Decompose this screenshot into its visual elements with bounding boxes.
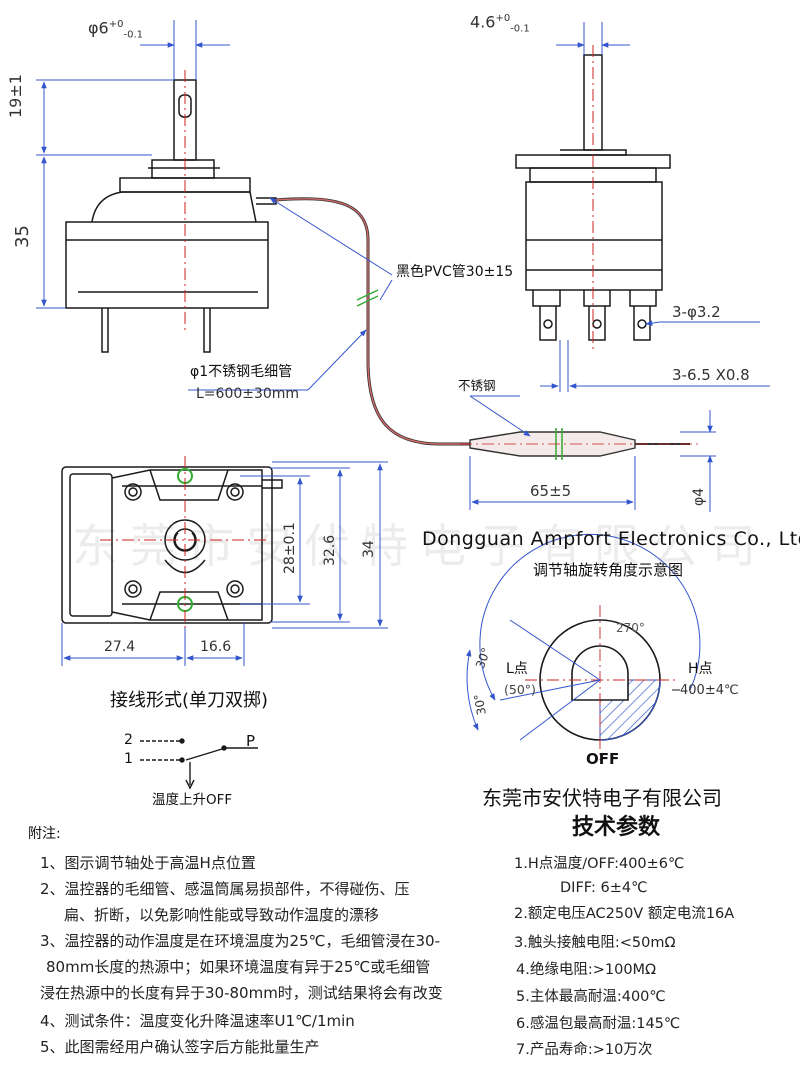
thermostat-body	[65, 221, 269, 309]
l-point-label: L点	[506, 661, 528, 677]
rotation-title: 调节轴旋转角度示意图	[533, 561, 684, 579]
side-view	[515, 54, 671, 341]
shaft-length-dim: 19±1	[6, 74, 25, 118]
pvc-tube-label: 黑色PVC管30±15	[396, 264, 514, 280]
note-item: 5、此图需经用户确认签字后方能批量生产	[40, 1038, 320, 1056]
rotation-diagram	[465, 533, 701, 760]
side-dimensions	[540, 22, 770, 392]
spec-item: 6.感温包最高耐温:145℃	[516, 1016, 681, 1032]
flange-outer-dim: 34	[361, 540, 377, 558]
bulb-dimensions	[469, 395, 716, 512]
flat-width-dim: 4.6+0-0.1	[470, 12, 530, 35]
note-item: 4、测试条件：温度变化升降温速率U1℃/1min	[40, 1012, 355, 1030]
stainless-label: 不锈钢	[458, 378, 496, 393]
note-item: 3、温控器的动作温度是在环境温度为25℃，毛细管浸在30-	[40, 932, 440, 950]
spec-item: 7.产品寿命:>10万次	[516, 1042, 653, 1058]
sensing-bulb	[460, 428, 700, 460]
wiring-diagram	[140, 738, 258, 790]
front-view	[65, 79, 277, 353]
h-point-value: 400±4℃	[680, 683, 739, 698]
company-name-cn: 东莞市安伏特电子有限公司	[482, 786, 722, 810]
flange-inner-dim: 32.6	[322, 534, 338, 566]
specs-heading: 技术参数	[572, 815, 661, 840]
wiring-caption: 温度上升OFF	[152, 792, 233, 808]
l-point-value: (50°)	[504, 682, 536, 697]
note-item: 2、温控器的毛细管、感温筒属易损部件，不得碰伤、压	[40, 880, 410, 898]
note-item: 80mm长度的热源中；如果环境温度有异于25℃或毛细管	[46, 958, 431, 976]
spec-item: 2.额定电压AC250V 额定电流16A	[514, 906, 735, 922]
spec-item: 3.触头接触电阻:<50mΩ	[514, 935, 676, 951]
notes-heading: 附注:	[28, 826, 61, 842]
note-item: 扁、折断，以免影响性能或导致动作温度的漂移	[64, 906, 380, 924]
front-dimensions	[36, 20, 393, 391]
hole-spacing-dim: 28±0.1	[282, 522, 298, 574]
off-label: OFF	[586, 750, 620, 768]
rotation-angle-b: 30°	[471, 692, 489, 717]
capillary-tube	[275, 197, 470, 446]
bulb-diameter-dim: φ4	[691, 487, 707, 506]
side-body	[525, 181, 663, 291]
wiring-title: 接线形式(单刀双掷)	[110, 690, 269, 711]
watermark-text: 东莞市安伏特电子有限公司	[72, 519, 768, 573]
terminal-1-label: 1	[124, 751, 133, 767]
bottom-dimensions	[61, 461, 388, 666]
capillary-label-1: φ1不锈钢毛细管	[190, 364, 293, 380]
note-item: 1、图示调节轴处于高温H点位置	[40, 854, 256, 872]
spec-item: DIFF: 6±4℃	[560, 880, 648, 896]
h-point-label: H点	[688, 661, 713, 677]
right-width-dim: 16.6	[200, 639, 232, 655]
body-height-dim: 35	[12, 225, 33, 248]
spec-item: 5.主体最高耐温:400℃	[516, 989, 666, 1005]
terminal-2-label: 2	[124, 732, 133, 748]
mounting-holes-dim: 3-φ3.2	[672, 303, 721, 321]
bulb-length-dim: 65±5	[530, 482, 572, 500]
rotation-270: 270°	[616, 621, 645, 635]
spec-item: 4.绝缘电阻:>100MΩ	[516, 962, 657, 978]
left-width-dim: 27.4	[104, 639, 136, 655]
bottom-housing	[61, 466, 273, 624]
capillary-label-2: L=600±30mm	[196, 386, 300, 402]
terminal-p-label: P	[246, 732, 256, 750]
note-item: 浸在热源中的长度有异于30-80mm时，测试结果将会有改变	[40, 984, 443, 1002]
shaft-diameter-dim: φ6+0-0.1	[88, 18, 143, 41]
terminals-dim: 3-6.5 X0.8	[672, 366, 750, 384]
company-name-en: Dongguan Ampfort Electronics Co., Ltd.	[422, 528, 800, 550]
bottom-view	[61, 466, 283, 624]
spec-item: 1.H点温度/OFF:400±6℃	[514, 856, 685, 872]
